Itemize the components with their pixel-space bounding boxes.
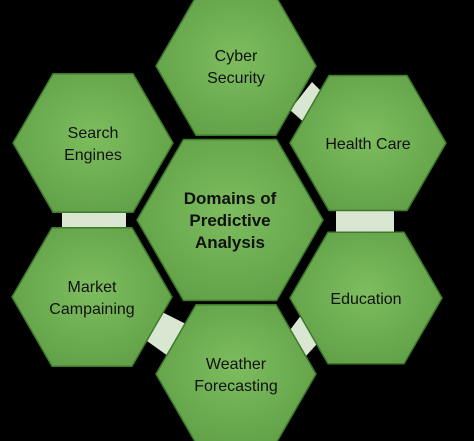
center-label-line: Domains of [184,189,277,208]
center-hexagon-shape [136,138,324,302]
domain-label-cyber-security: Cyber [215,48,258,65]
hexagon-shape-health-care [289,74,447,212]
connector-health-education [336,210,394,232]
center-label-line: Predictive [189,211,270,230]
hexagon-shape-cyber-security [155,0,317,137]
domain-label-health-care: Health Care [325,136,410,153]
domain-hexagon-health-care: Health Care [289,74,447,212]
domain-label-cyber-security: Security [207,70,265,87]
hexagon-shape-education [289,231,443,365]
hexagon-shape-market-campaining [11,226,173,368]
domain-label-market-campaining: Campaining [49,301,134,318]
domain-label-search-engines: Search [68,125,119,142]
domain-hexagon-education: Education [289,231,443,365]
domain-label-search-engines: Engines [64,147,122,164]
domain-label-weather-forecasting: Weather [206,356,267,373]
domain-label-weather-forecasting: Forecasting [194,378,278,395]
hexagon-shape-search-engines [12,72,174,214]
domain-label-market-campaining: Market [68,279,117,296]
domain-label-education: Education [330,291,401,308]
center-label-line: Analysis [195,233,265,252]
hexagon-shape-weather-forecasting [155,303,317,441]
